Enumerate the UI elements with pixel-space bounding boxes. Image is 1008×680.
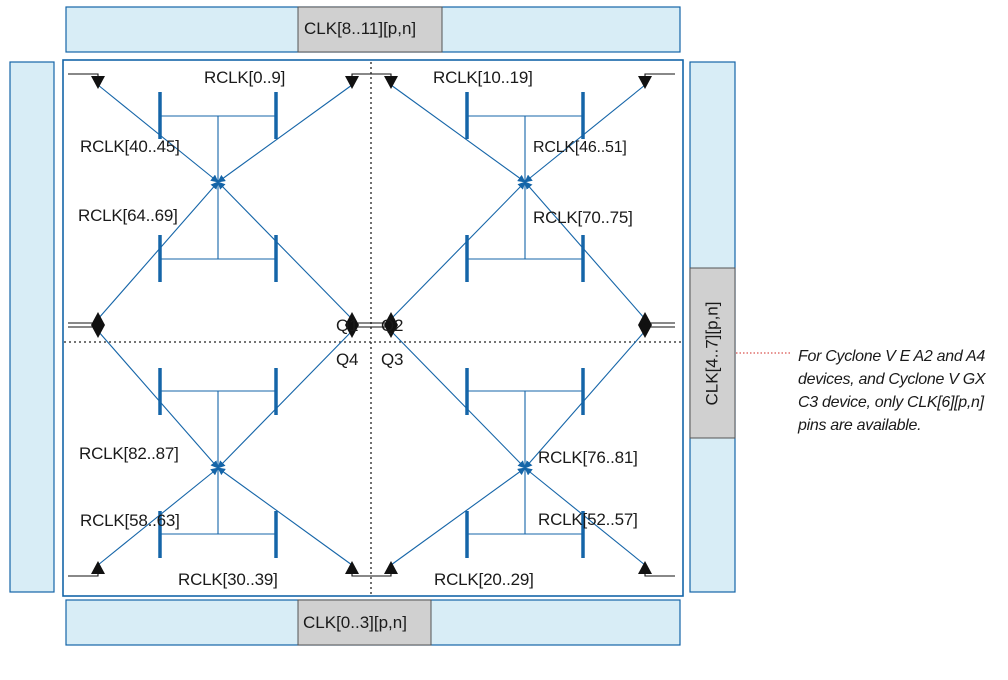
rclk-label-q1-a: RCLK[40..45] (80, 137, 180, 156)
rclk-label-q1-top: RCLK[0..9] (204, 68, 286, 87)
rclk-label-q1-b: RCLK[64..69] (78, 206, 178, 225)
rclk-label-q3-a: RCLK[76..81] (538, 448, 638, 467)
quadrant-label-q1: Q1 (336, 316, 359, 335)
q1-clock-feed-2 (217, 84, 353, 183)
q3-clock-buffer-1 (638, 561, 652, 574)
q3-buffer-lead-2 (371, 574, 392, 577)
q4-clock-buffer-2 (345, 561, 359, 574)
q4-buffer-lead-1 (68, 574, 99, 577)
q1-clock-feed-3 (97, 181, 219, 320)
quadrant-label-q3: Q3 (381, 350, 404, 369)
q3-buffer-lead-3 (644, 322, 675, 325)
rclk-label-q2-top: RCLK[10..19] (433, 68, 533, 87)
clock-pin-block-right (689, 267, 736, 439)
rclk-label-q3-b: RCLK[52..57] (538, 510, 638, 529)
q3-clock-feed-3 (524, 330, 646, 469)
device-availability-note: For Cyclone V E A2 and A4 devices, and C… (798, 348, 986, 434)
q3-clock-feed-4 (390, 330, 526, 469)
q1-clock-feed-4 (217, 181, 353, 320)
q4-clock-feed-2 (217, 467, 353, 566)
quadrant-label-q2: Q2 (381, 316, 404, 335)
rclk-label-q3-bottom: RCLK[20..29] (434, 570, 534, 589)
q3-clock-buffer-2 (384, 561, 398, 574)
rclk-label-q4-a: RCLK[82..87] (79, 444, 179, 463)
q4-clock-feed-3 (97, 330, 219, 469)
q1-clock-buffer-2 (345, 76, 359, 89)
q1-buffer-lead-1 (68, 73, 99, 76)
q4-clock-buffer-3 (91, 325, 105, 338)
q4-clock-feed-1 (97, 467, 219, 566)
q4-buffer-lead-3 (68, 322, 99, 325)
q2-clock-feed-2 (390, 84, 526, 183)
q3-clock-feed-2 (390, 467, 526, 566)
q3-clock-buffer-4 (384, 325, 398, 338)
q2-clock-buffer-3 (638, 312, 652, 325)
q2-clock-feed-1 (524, 84, 646, 183)
bottom-clock-pins-label: CLK[0..3][p,n] (303, 613, 407, 632)
right-clock-pins-label: CLK[4..7][p,n] (702, 301, 722, 406)
q2-buffer-lead-1 (644, 73, 675, 76)
q3-clock-buffer-3 (638, 325, 652, 338)
rclk-label-q2-a: RCLK[46..51] (533, 139, 627, 156)
q3-clock-feed-1 (524, 467, 646, 566)
q1-buffer-lead-2 (351, 73, 372, 76)
q3-buffer-lead-1 (644, 574, 675, 577)
q1-clock-buffer-1 (91, 76, 105, 89)
q1-clock-feed-1 (97, 84, 219, 183)
io-bank-left (9, 61, 55, 593)
q4-buffer-lead-2 (351, 574, 372, 577)
device-core-outline (62, 59, 684, 597)
quadrant-label-q4: Q4 (336, 350, 359, 369)
rclk-label-q4-b: RCLK[58..63] (80, 511, 180, 530)
q4-clock-buffer-4 (345, 325, 359, 338)
q2-clock-buffer-2 (384, 76, 398, 89)
q1-clock-buffer-3 (91, 312, 105, 325)
q2-clock-feed-3 (524, 181, 646, 320)
q2-clock-buffer-4 (384, 312, 398, 325)
q1-clock-buffer-4 (345, 312, 359, 325)
q2-clock-buffer-1 (638, 76, 652, 89)
clock-pin-block-top (297, 6, 443, 53)
q4-clock-feed-4 (217, 330, 353, 469)
q4-buffer-lead-4 (351, 322, 372, 325)
q2-buffer-lead-2 (371, 73, 392, 76)
q3-buffer-lead-4 (371, 322, 392, 325)
q4-clock-buffer-1 (91, 561, 105, 574)
clock-pin-block-bottom (297, 599, 432, 646)
top-clock-pins-label: CLK[8..11][p,n] (304, 19, 417, 38)
rclk-label-q4-bottom: RCLK[30..39] (178, 570, 278, 589)
rclk-label-q2-b: RCLK[70..75] (533, 208, 633, 227)
q2-clock-feed-4 (390, 181, 526, 320)
